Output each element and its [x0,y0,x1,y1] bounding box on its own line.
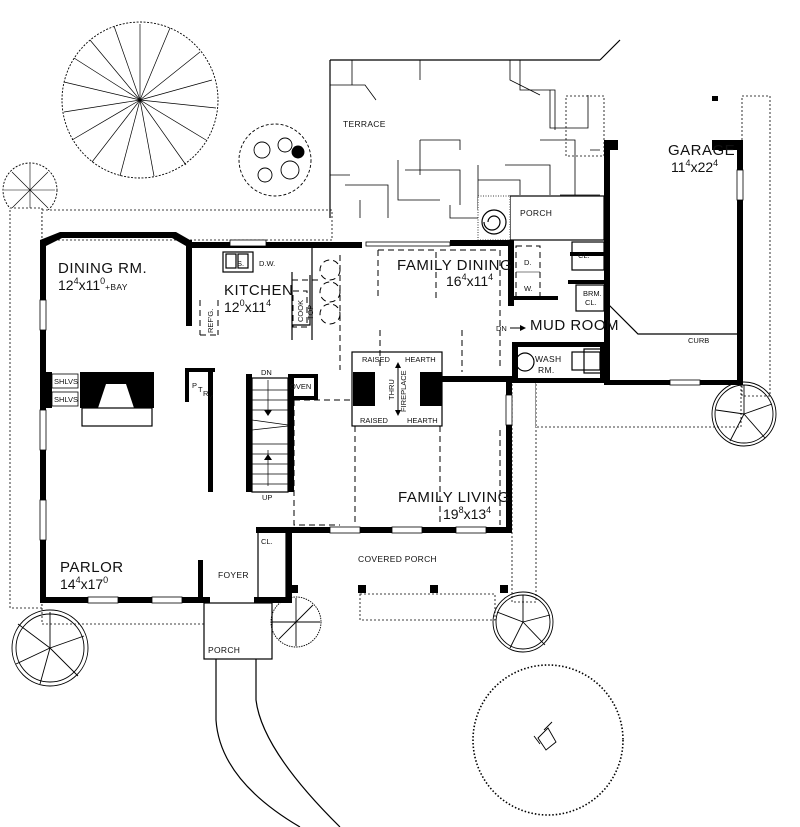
garage-curb: CURB [605,301,737,345]
curb-label: CURB [688,336,709,345]
room-labels: DINING RM. 124x110+BAY KITCHEN 120x114 F… [58,142,735,592]
staircase: DN UP OVEN [251,368,318,502]
parlor-dims: 144x170 [60,575,108,592]
raised-label-bottom: RAISED [360,416,389,425]
hearth-label-top: HEARTH [405,355,436,364]
mud-closet-label: CL. [578,251,590,260]
parlor-fireplace: SHLVS SHLVS [51,373,153,427]
pantry-label-y: Y [208,393,213,402]
hearth-label-bottom: HEARTH [407,416,438,425]
shrub-cluster-icon [238,123,312,197]
kitchen-fixtures: S. D.W. REF'G. COOK TOP [199,248,341,340]
wash-rm-label-1: WASH [535,354,561,364]
kitchen-label: KITCHEN [224,282,293,299]
front-porch-label: PORCH [208,645,240,655]
pantry-label-r: R [203,389,209,398]
stair-up-label: UP [262,493,272,502]
pantry-label-t: T [198,385,203,394]
cooktop-label-1: COOK [296,300,305,322]
back-porch-label: PORCH [520,208,552,218]
shelves-label-2: SHLVS [54,395,78,404]
hedge-borders [9,95,771,625]
family-living-label: FAMILY LIVING [398,489,510,506]
foyer-closet: CL. [257,531,287,599]
parlor-label: PARLOR [60,559,124,576]
tree-front-right-icon [492,591,554,653]
pantry-label-p: P [192,381,197,390]
terrace: TERRACE [329,39,621,219]
dining-rm-label: DINING RM. [58,260,147,277]
shelves-label-1: SHLVS [54,377,78,386]
wash-rm-label-2: RM. [538,365,554,375]
mud-dn-label: DN [496,324,507,333]
washer-label: W. [524,284,533,293]
windows [39,169,744,604]
foyer-closet-label: CL. [261,537,273,546]
covered-porch-label: COVERED PORCH [358,554,437,564]
stair-dn-label: DN [261,368,272,377]
dryer-label: D. [524,258,532,267]
tree-outline-icon [472,664,624,816]
family-dining-label: FAMILY DINING [397,257,512,274]
ceiling-lines [293,249,501,526]
kitchen-dims: 120x114 [224,298,271,315]
fireplace-label: FIREPLACE [399,370,408,412]
tree-large-icon [61,21,219,179]
foyer-label: FOYER [218,570,249,580]
mud-room-fixtures: D. W. CL. BRM. CL. DN [496,241,605,374]
back-porch: PORCH [477,195,605,241]
garage-label: GARAGE [668,142,735,159]
dishwasher-label: D.W. [259,259,275,268]
family-living-dims: 198x134 [443,505,491,522]
mud-room-label: MUD ROOM [530,317,619,334]
broom-closet-label-2: CL. [585,298,597,307]
cooktop-label-2: TOP [306,305,315,320]
tree-front-mid-icon [270,596,322,648]
refrigerator-label: REF'G. [206,309,215,333]
broom-closet-label-1: BRM. [583,289,602,298]
sink-label: S. [237,259,244,268]
pantry: P T R Y [185,368,215,402]
raised-label-top: RAISED [362,355,391,364]
dining-rm-dims: 124x110+BAY [58,276,128,293]
thru-label: THRU [387,379,396,400]
terrace-label: TERRACE [343,119,386,129]
thru-fireplace: RAISED HEARTH RAISED HEARTH THRU FIREPLA… [351,351,443,427]
walls [40,96,743,603]
front-porch: PORCH [203,602,341,827]
tree-front-left-icon [11,609,89,687]
garage-dims: 114x224 [671,158,718,175]
tree-garage-icon [711,381,777,447]
family-dining-dims: 164x114 [446,272,493,289]
oven-label: OVEN [290,382,311,391]
